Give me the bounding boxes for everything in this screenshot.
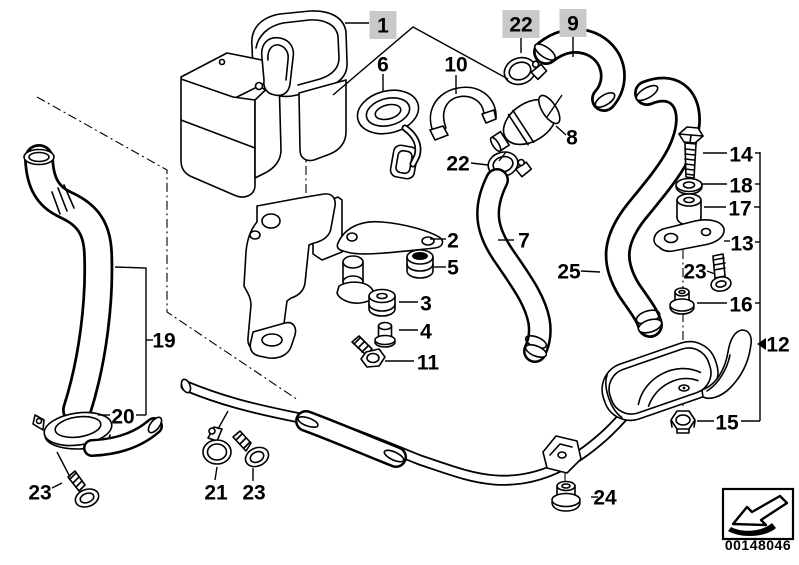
- callout-21[interactable]: 21: [204, 482, 228, 505]
- callout-6[interactable]: 6: [377, 54, 389, 77]
- screw-23-right-drawing: [710, 253, 732, 292]
- callout-20[interactable]: 20: [111, 406, 134, 429]
- arrow-12: [757, 338, 766, 350]
- callout-23[interactable]: 23: [683, 261, 706, 284]
- callout-2[interactable]: 2: [447, 230, 459, 253]
- bracket-13-drawing: [653, 219, 725, 253]
- leader-line: [706, 270, 716, 275]
- direction-arrow-icon: [728, 494, 789, 537]
- hose-9-drawing: [533, 27, 626, 112]
- callout-17[interactable]: 17: [728, 198, 751, 221]
- callout-23[interactable]: 23: [242, 482, 265, 505]
- leader-line: [214, 466, 218, 481]
- callout-box-22[interactable]: [502, 10, 540, 38]
- callout-1[interactable]: 1: [377, 15, 389, 38]
- leader-line: [114, 266, 147, 415]
- hose-25-drawing: [604, 76, 701, 338]
- metering-pump-8-drawing: [489, 94, 561, 153]
- callout-24[interactable]: 24: [593, 487, 617, 510]
- callout-18[interactable]: 18: [729, 175, 753, 198]
- exhaust-pipe-drawing: [180, 378, 636, 486]
- bolt-11-drawing: [351, 335, 386, 368]
- bolt-23-bottom-left-drawing: [67, 470, 100, 508]
- pipe-clamp-bracket-drawing: [542, 435, 582, 474]
- leader-line: [217, 410, 229, 430]
- callout-13[interactable]: 13: [730, 233, 753, 256]
- leader-line: [470, 162, 489, 166]
- leader-line: [51, 482, 63, 489]
- callout-19[interactable]: 19: [152, 330, 175, 353]
- grommet-24-drawing: [551, 480, 581, 512]
- callout-4[interactable]: 4: [420, 321, 432, 344]
- callout-box-9[interactable]: [559, 9, 587, 37]
- silencer-drawing: [601, 340, 719, 422]
- construction-line: [36, 96, 299, 401]
- callout-5[interactable]: 5: [447, 257, 459, 280]
- callout-16[interactable]: 16: [729, 294, 752, 317]
- washer-18-drawing: [675, 177, 703, 195]
- heater-unit-drawing: [180, 10, 419, 198]
- callout-11[interactable]: 11: [417, 352, 440, 375]
- flange-20-drawing: [32, 411, 163, 457]
- hose-19-drawing: [23, 144, 114, 425]
- support-arm-drawing: [336, 220, 444, 304]
- callout-9[interactable]: 9: [567, 13, 579, 36]
- spacer-17-drawing: [676, 193, 702, 226]
- leader-line: [56, 451, 71, 478]
- callout-15[interactable]: 15: [715, 412, 739, 435]
- callout-3[interactable]: 3: [420, 293, 432, 316]
- callout-22[interactable]: 22: [446, 153, 469, 176]
- hose-clamp-22-top-drawing: [503, 56, 548, 86]
- callout-7[interactable]: 7: [518, 230, 530, 253]
- stamp-code: 00148046: [725, 537, 791, 553]
- leader-line: [498, 151, 507, 162]
- silencer-bracket-12-drawing: [701, 329, 752, 400]
- callout-25[interactable]: 25: [557, 261, 581, 284]
- spacer-4-drawing: [374, 321, 396, 348]
- clamp-21-drawing: [202, 426, 232, 465]
- seal-6-drawing: [356, 89, 420, 135]
- clip-10-drawing: [429, 86, 497, 141]
- leader-lines: [51, 22, 761, 498]
- callout-12[interactable]: 12: [766, 334, 789, 357]
- callout-8[interactable]: 8: [566, 127, 578, 150]
- stamp: 00148046: [721, 487, 795, 553]
- callout-22[interactable]: 22: [509, 14, 532, 37]
- hose-7-drawing: [476, 168, 552, 363]
- callout-box-1[interactable]: [369, 11, 397, 39]
- bolt-14-drawing: [678, 126, 704, 179]
- leader-line: [332, 26, 509, 96]
- seal-6-tail-drawing: [401, 124, 422, 168]
- grommet-3-drawing: [368, 288, 396, 317]
- leader-line: [580, 270, 601, 273]
- screw-23-bottom-mid-drawing: [232, 430, 270, 468]
- nut-15-drawing: [670, 410, 696, 434]
- callout-23[interactable]: 23: [28, 482, 51, 505]
- leader-line: [546, 94, 563, 118]
- grommet-16-drawing: [669, 287, 695, 315]
- leader-line: [555, 125, 567, 136]
- mounting-bracket-drawing: [243, 193, 343, 359]
- callout-10[interactable]: 10: [444, 54, 467, 77]
- rubber-mount-5-drawing: [406, 249, 434, 279]
- callout-14[interactable]: 14: [729, 144, 753, 167]
